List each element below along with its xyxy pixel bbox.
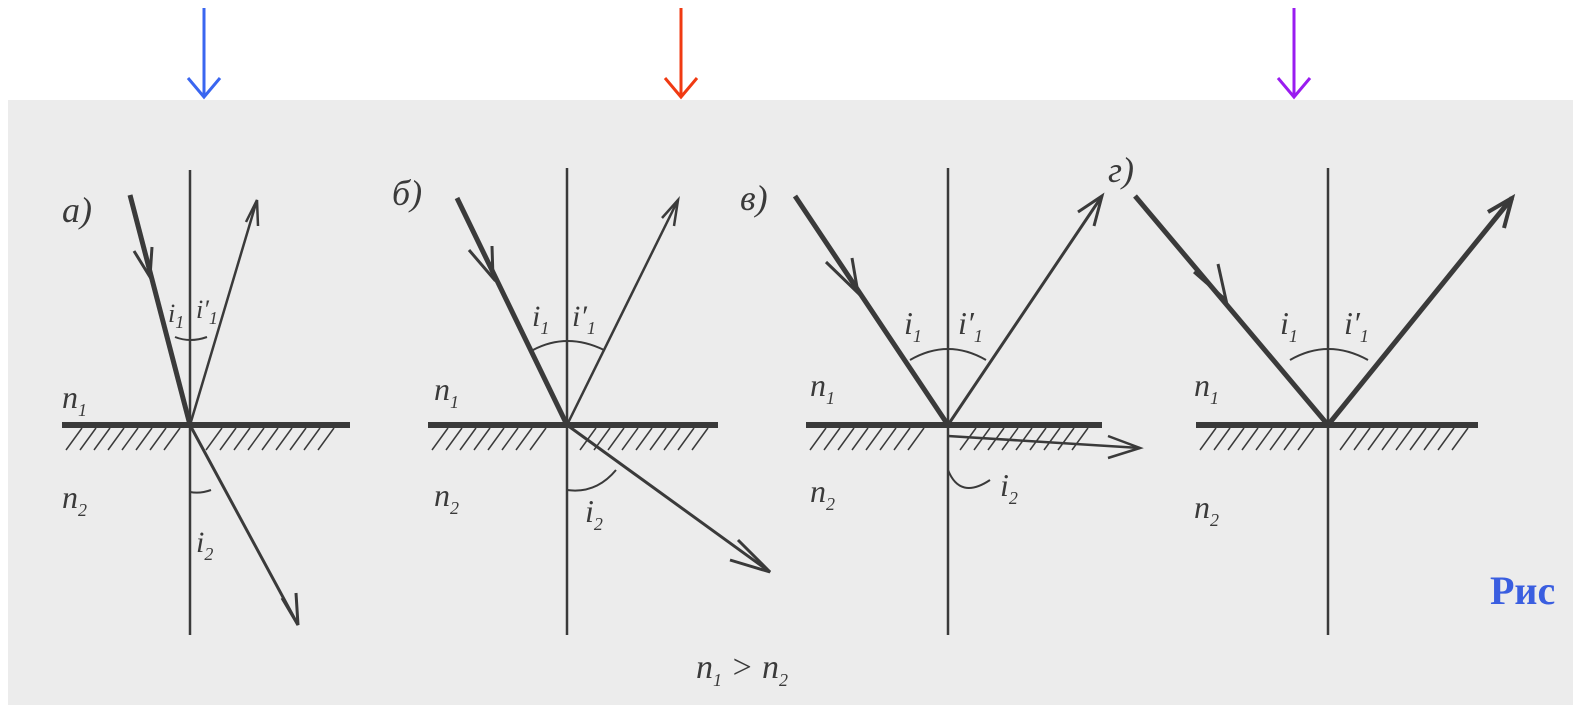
angle-incidence-label: i1 — [1280, 305, 1298, 346]
incident-ray — [1133, 194, 1330, 427]
medium-2-label: n2 — [62, 479, 87, 520]
panel-label: б) — [392, 173, 422, 213]
refracted-ray — [188, 424, 300, 626]
refracted-ray — [566, 423, 771, 574]
panel-b: б) i1 i′1 i2 n1 n2 — [392, 168, 772, 635]
angle-reflection-label: i′1 — [572, 300, 596, 338]
hatching — [65, 427, 335, 451]
reflected-ray — [946, 195, 1104, 426]
medium-1-label: n1 — [1194, 367, 1219, 408]
panel-label: в) — [740, 178, 768, 218]
medium-1-label: n1 — [62, 379, 87, 420]
panel-d: г) i1 i′1 n1 n2 — [1108, 150, 1516, 635]
indicator-arrow-a — [186, 8, 222, 100]
panel-label: а) — [62, 190, 92, 230]
panel-c: в) i1 i′1 i2 n1 n2 — [740, 168, 1144, 635]
figure-caption: Рис — [1490, 568, 1555, 613]
angle-incidence-label: i1 — [168, 299, 184, 332]
medium-2-label: n2 — [434, 477, 459, 518]
angle-reflection-label: i′1 — [196, 295, 218, 328]
incident-ray — [792, 194, 951, 427]
angle-incidence-label: i1 — [904, 305, 922, 346]
condition-label: n1 > n2 — [696, 649, 788, 690]
reflected-ray — [1326, 196, 1514, 427]
refracted-ray — [947, 434, 1141, 450]
medium-2-label: n2 — [810, 473, 835, 514]
panel-a: а) i1 i′1 i2 n1 n2 — [62, 170, 350, 635]
hatching — [1199, 427, 1469, 451]
angle-reflection-label: i′1 — [1344, 305, 1369, 346]
panel-label: г) — [1108, 150, 1134, 190]
angle-refraction-label: i2 — [1000, 467, 1018, 508]
hatching — [809, 427, 1089, 451]
angle-incidence-label: i1 — [532, 300, 549, 338]
angle-refraction-label: i2 — [585, 493, 603, 534]
angle-reflection-label: i′1 — [958, 305, 983, 346]
hatching — [431, 427, 709, 451]
indicator-arrow-d — [1276, 8, 1312, 100]
medium-1-label: n1 — [434, 371, 459, 412]
angle-refraction-label: i2 — [196, 526, 213, 564]
paper-background — [8, 100, 1573, 705]
reflected-ray — [188, 199, 259, 426]
indicator-arrow-b — [663, 8, 699, 100]
incident-ray — [127, 194, 193, 426]
medium-1-label: n1 — [810, 367, 835, 408]
incident-ray — [454, 196, 570, 427]
reflected-ray — [565, 199, 680, 426]
medium-2-label: n2 — [1194, 489, 1219, 530]
